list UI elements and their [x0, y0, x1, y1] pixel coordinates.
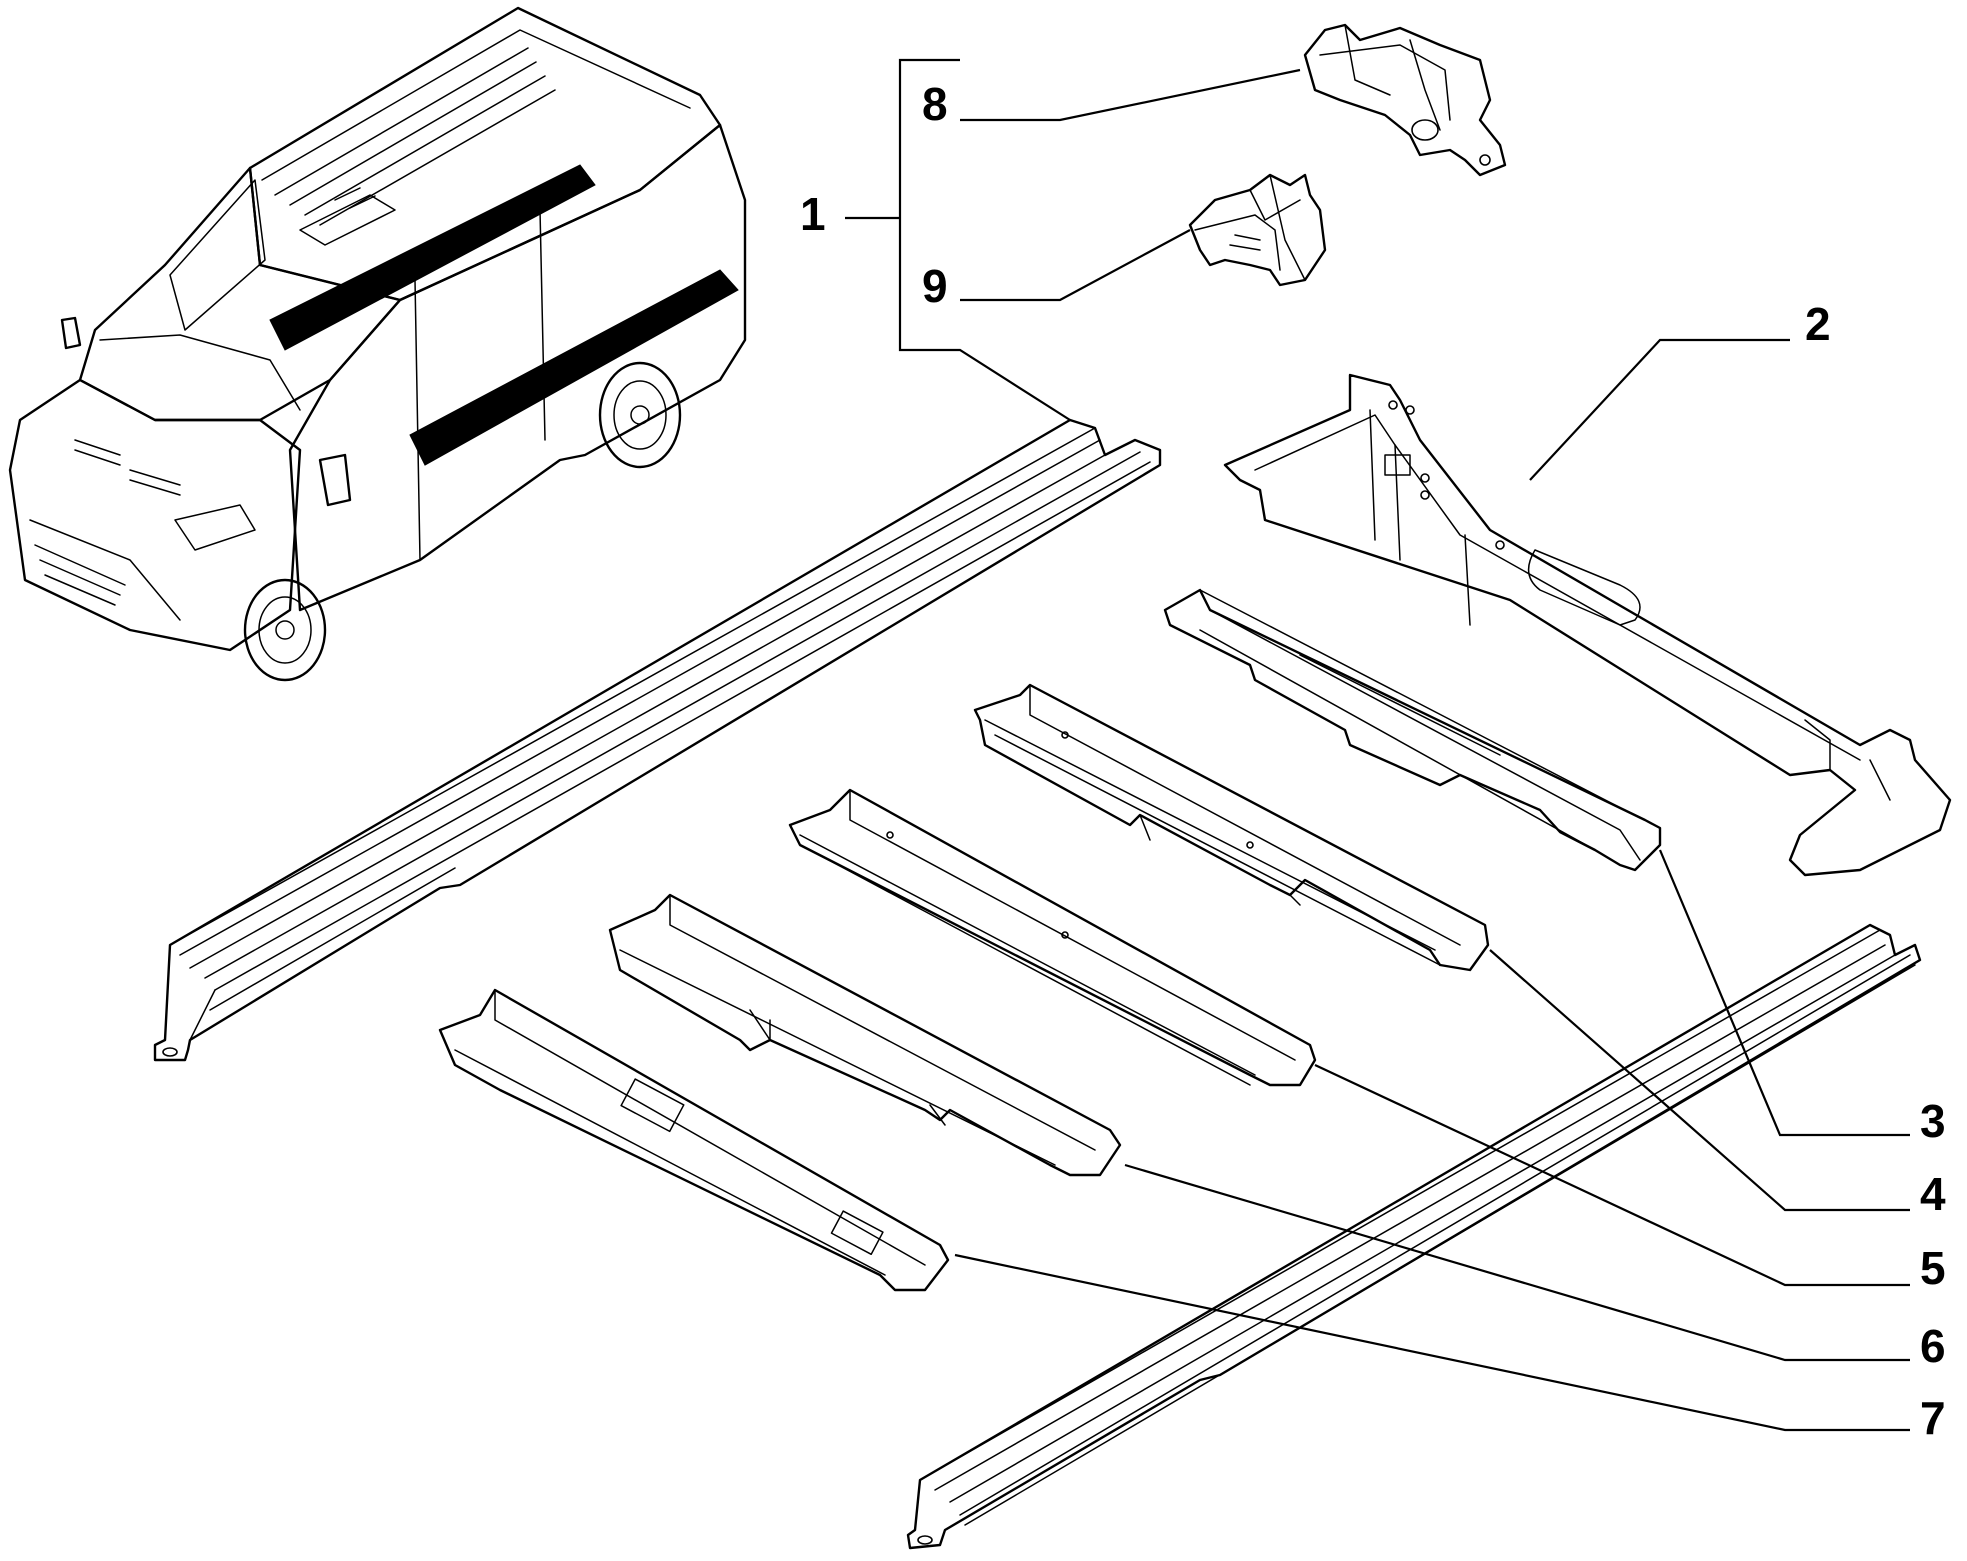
callout-1: 1	[800, 188, 826, 240]
leader-1	[898, 58, 1071, 421]
part-5-floor-channel	[788, 788, 1317, 1087]
callout-6: 6	[1920, 1320, 1946, 1372]
leader-9	[960, 229, 1191, 302]
leader-8	[960, 68, 1301, 122]
part-6-floor-channel	[608, 893, 1122, 1177]
part-3-floor-channel	[1163, 588, 1662, 872]
part-2-rear-cross-member	[1223, 373, 1952, 877]
callout-8: 8	[922, 78, 948, 130]
leader-2	[1529, 338, 1790, 481]
part-1-side-sill-rail	[153, 418, 1162, 1062]
part-4-floor-channel	[973, 683, 1490, 972]
callout-7: 7	[1920, 1392, 1946, 1444]
callout-9: 9	[922, 260, 948, 312]
leader-7	[954, 1253, 1910, 1432]
callout-2: 2	[1805, 298, 1831, 350]
van-thumbnail	[8, 6, 747, 682]
callout-3: 3	[1920, 1095, 1946, 1147]
van-upper-rail-highlight	[269, 164, 596, 351]
part-8-bracket	[1303, 23, 1507, 177]
callout-5: 5	[1920, 1242, 1946, 1294]
leader-6	[1124, 1163, 1910, 1362]
leader-3	[1658, 849, 1910, 1137]
leader-lines	[845, 58, 1910, 1432]
callout-4: 4	[1920, 1168, 1946, 1220]
van-lower-rail-highlight	[409, 269, 739, 466]
part-9-bracket	[1188, 173, 1327, 287]
leader-4	[1489, 949, 1910, 1212]
leader-5	[1314, 1064, 1910, 1287]
part-7-floor-channel	[438, 988, 950, 1292]
part-1-side-sill-rail-lower	[906, 923, 1922, 1550]
callout-labels: 1 2 3 4 5 6 7 8 9	[800, 78, 1946, 1444]
